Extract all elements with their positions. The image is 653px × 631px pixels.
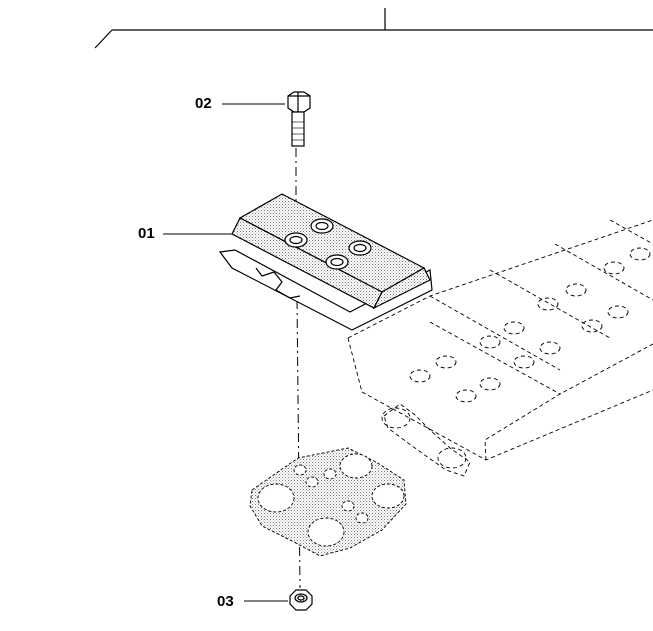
hex-nut-part	[289, 589, 313, 611]
header-frame	[94, 8, 653, 49]
callout-02-label: 02	[195, 95, 212, 112]
callout-01-label: 01	[138, 225, 155, 242]
callout-03-label: 03	[217, 593, 234, 610]
hex-bolt-part	[287, 91, 311, 147]
leader-lines	[163, 103, 288, 602]
track-shoe-plate-part	[218, 193, 433, 331]
track-link-phantom	[249, 447, 407, 557]
track-assembly-phantom	[347, 219, 653, 477]
